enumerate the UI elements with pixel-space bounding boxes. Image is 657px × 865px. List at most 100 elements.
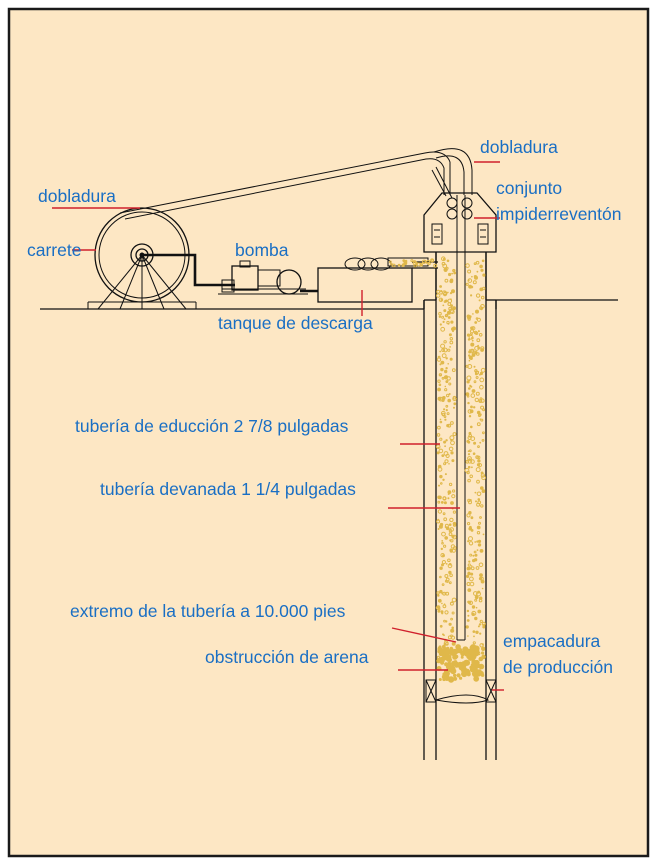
label-empacadura-line1: empacadura (503, 631, 601, 651)
sand-grain (449, 279, 454, 284)
sand-grain (451, 328, 455, 331)
sand-grain (469, 525, 472, 529)
sand-grain (477, 459, 481, 463)
sand-grain (438, 297, 444, 302)
sand-grain (443, 318, 446, 321)
sand-grain (473, 591, 478, 596)
sand-grain (443, 309, 447, 313)
sand-grain (479, 377, 485, 383)
sand-grain (440, 290, 443, 293)
sand-grain (440, 648, 447, 655)
sand-grain (397, 263, 401, 267)
sand-grain (444, 314, 448, 318)
sand-grain (466, 439, 470, 443)
sand-grain (473, 262, 477, 266)
sand-grain (475, 467, 481, 473)
sand-grain (442, 257, 446, 261)
sand-grain (466, 619, 470, 622)
sand-grain (480, 486, 484, 490)
sand-grain (468, 354, 471, 357)
sand-grain (481, 651, 485, 655)
sand-grain (480, 268, 484, 272)
sand-grain (468, 600, 473, 605)
sand-grain (452, 395, 457, 400)
sand-grain (444, 385, 447, 388)
sand-grain (441, 602, 443, 605)
sand-grain (442, 320, 445, 323)
sand-grain (436, 433, 441, 437)
sand-grain (482, 273, 485, 276)
sand-grain (451, 494, 456, 499)
sand-grain (442, 677, 446, 682)
sand-grain (439, 437, 443, 441)
sand-grain (437, 379, 441, 383)
sand-grain (452, 306, 456, 311)
sand-grain (466, 574, 470, 579)
sand-grain (479, 516, 482, 519)
sand-grain (443, 440, 447, 444)
label-dobladura-left: dobladura (38, 186, 116, 206)
sand-grain (481, 475, 487, 481)
sand-grain (479, 264, 483, 269)
sand-grain (472, 641, 476, 645)
sand-grain (465, 459, 470, 464)
sand-grain (453, 271, 457, 275)
sand-grain (477, 609, 482, 614)
sand-grain (439, 285, 442, 288)
sand-grain (441, 541, 444, 545)
sand-grain (441, 315, 445, 319)
sand-grain (477, 539, 482, 544)
sand-grain (450, 617, 454, 621)
sand-grain (453, 406, 455, 409)
sand-grain (465, 282, 469, 286)
sand-grain (446, 320, 450, 325)
sand-grain (468, 431, 472, 435)
sand-grain (460, 652, 465, 657)
sand-grain (439, 624, 443, 628)
sand-grain (466, 609, 470, 613)
sand-grain (444, 670, 448, 675)
sand-grain (478, 399, 483, 403)
sand-grain (468, 334, 474, 340)
sand-grain (401, 264, 405, 267)
sand-grain (480, 295, 485, 300)
sand-grain (467, 450, 470, 453)
sand-grain (448, 523, 452, 526)
sand-grain (439, 350, 442, 353)
sand-grain (467, 540, 470, 543)
sand-grain (467, 522, 471, 526)
sand-grain (441, 583, 445, 586)
sand-grain (450, 320, 454, 324)
sand-grain (449, 340, 454, 345)
production-packer-icon (425, 679, 497, 703)
sand-grain (440, 343, 446, 349)
sand-grain (448, 581, 452, 585)
sand-grain (439, 420, 443, 424)
sand-grain (447, 348, 451, 352)
sand-grain (437, 446, 440, 449)
sand-grain (450, 634, 453, 638)
sand-grain (440, 482, 443, 485)
sand-grain (475, 391, 480, 396)
label-empacadura-line2: de producción (503, 657, 613, 677)
sand-grain (474, 598, 478, 602)
label-conjunto-line1: conjunto (496, 178, 562, 198)
sand-grain (427, 261, 431, 266)
sand-grain (467, 635, 469, 637)
sand-grain (449, 676, 455, 682)
sand-grain (436, 451, 440, 455)
sand-grain (479, 441, 482, 444)
sand-grain (430, 258, 435, 263)
sand-grain (445, 357, 448, 360)
sand-grain (473, 675, 480, 682)
sand-grain (470, 332, 473, 336)
sand-grain (443, 501, 447, 505)
sand-grain (450, 501, 454, 505)
sand-grain (457, 661, 463, 668)
sand-grain (467, 364, 473, 369)
sand-grain (444, 574, 449, 578)
sand-grain (469, 553, 473, 557)
sand-grain (445, 439, 448, 442)
label-dobladura-top: dobladura (480, 137, 558, 157)
sand-grain (444, 299, 448, 303)
